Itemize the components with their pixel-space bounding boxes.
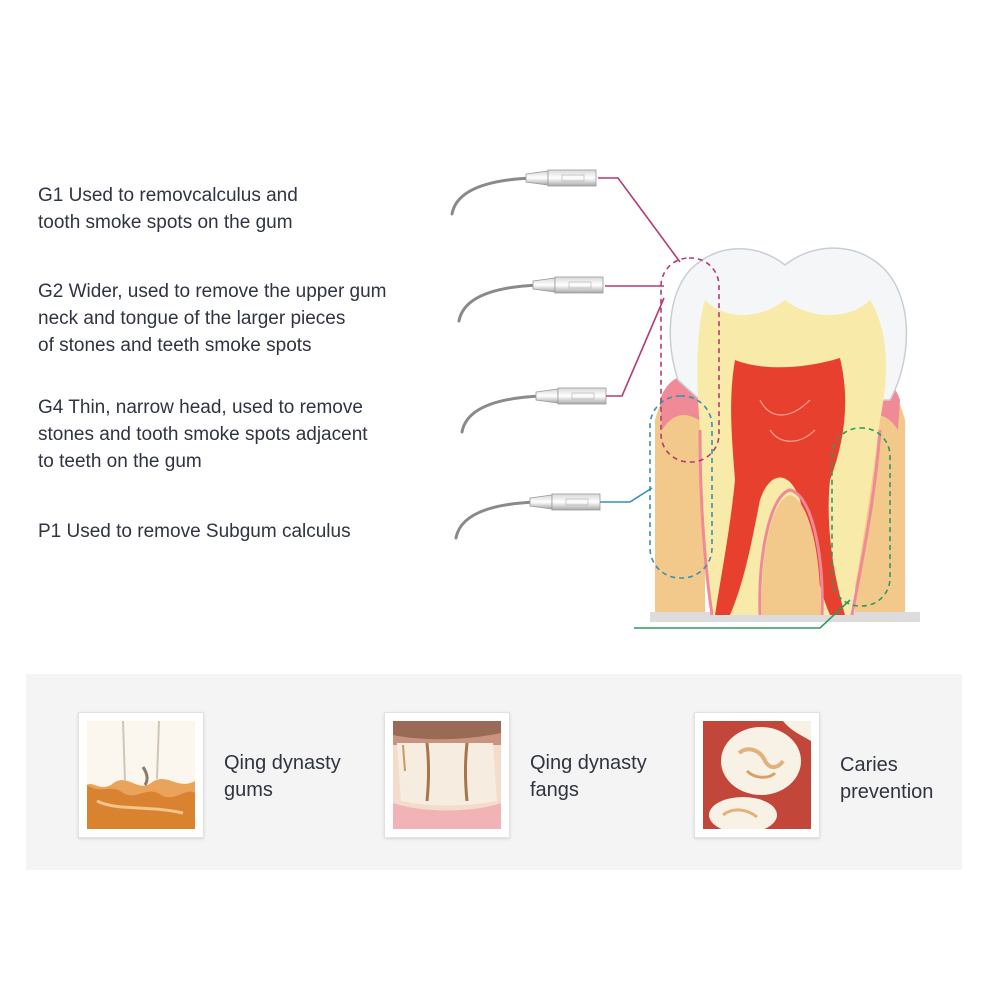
scaler-tip-icon <box>450 168 598 216</box>
fangs-photo <box>384 712 510 838</box>
leader-line-g4 <box>606 297 665 397</box>
tip-label-line: G2 Wider, used to remove the upper gum <box>38 281 387 302</box>
leader-line-p1 <box>600 487 653 503</box>
leader-line-green <box>634 599 851 629</box>
condition-label-line: prevention <box>840 781 934 803</box>
tip-label-g4: G4 Thin, narrow head, used to remove sto… <box>38 394 368 475</box>
tip-label-line: G1 Used to removcalculus and <box>38 185 298 206</box>
condition-label-line: Caries <box>840 754 898 776</box>
scaler-tip-icon <box>454 492 602 540</box>
tip-label-line: tooth smoke spots on the gum <box>38 212 293 233</box>
scaler-tip-icon <box>460 386 608 434</box>
condition-label-fangs: Qing dynasty fangs <box>530 750 690 804</box>
condition-label-gums: Qing dynasty gums <box>224 750 384 804</box>
condition-label-caries: Caries prevention <box>840 752 1000 806</box>
tip-label-g1: G1 Used to removcalculus and tooth smoke… <box>38 182 298 236</box>
fangs-photo-icon <box>393 721 501 829</box>
region-g-outline <box>660 257 720 463</box>
tip-label-g2: G2 Wider, used to remove the upper gum n… <box>38 278 387 359</box>
caries-photo-icon <box>703 721 811 829</box>
leader-line-g1 <box>598 177 681 263</box>
tip-label-line: P1 Used to remove Subgum calculus <box>38 521 351 542</box>
condition-label-line: fangs <box>530 779 579 801</box>
caries-photo <box>694 712 820 838</box>
tooth-diagram <box>450 168 920 629</box>
tip-label-line: of stones and teeth smoke spots <box>38 335 312 356</box>
condition-label-line: Qing dynasty <box>224 752 341 774</box>
tip-label-line: G4 Thin, narrow head, used to remove <box>38 397 363 418</box>
region-p1-outline <box>649 395 713 579</box>
conditions-panel: Qing dynasty gums Qing dynasty fangs <box>26 674 962 870</box>
gums-photo <box>78 712 204 838</box>
scaler-tip-icon <box>457 275 605 323</box>
condition-label-line: gums <box>224 779 273 801</box>
tip-label-p1: P1 Used to remove Subgum calculus <box>38 518 351 545</box>
tip-label-line: to teeth on the gum <box>38 451 202 472</box>
tooth-cross-section-icon <box>650 247 920 622</box>
gums-photo-icon <box>87 721 195 829</box>
tip-label-line: stones and tooth smoke spots adjacent <box>38 424 368 445</box>
condition-label-line: Qing dynasty <box>530 752 647 774</box>
tip-label-line: neck and tongue of the larger pieces <box>38 308 346 329</box>
region-green-outline <box>831 427 891 607</box>
